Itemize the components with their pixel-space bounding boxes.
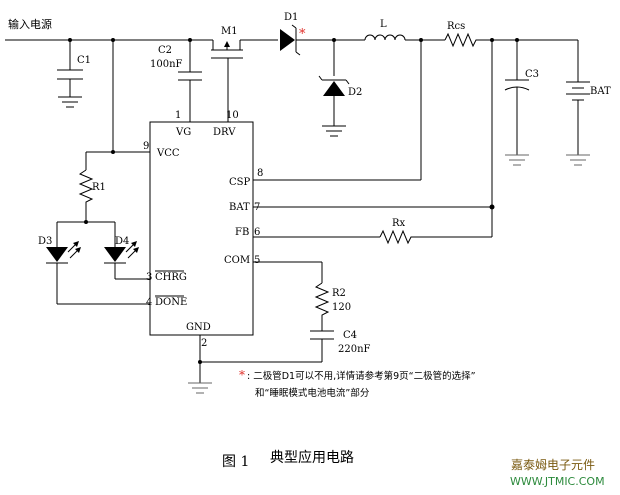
c2-label: C2 xyxy=(158,45,172,56)
junction-dot xyxy=(111,150,115,154)
diode-d1 xyxy=(280,24,301,56)
c2-value: 100nF xyxy=(150,59,183,70)
figure-number: 图 1 xyxy=(222,454,249,470)
d1-star: * xyxy=(299,27,306,42)
pin4-number: 4 xyxy=(146,297,152,308)
rcs-label: Rcs xyxy=(447,21,465,32)
c3-label: C3 xyxy=(525,69,539,80)
inductor-l xyxy=(364,34,406,41)
pin5-number: 5 xyxy=(254,255,260,266)
led-d4 xyxy=(104,222,139,279)
pin9-number: 9 xyxy=(143,141,149,152)
d4-label: D4 xyxy=(115,236,129,247)
pin7-name: BAT xyxy=(229,202,250,213)
battery-bat xyxy=(566,40,590,166)
rx-label: Rx xyxy=(392,218,406,229)
capacitor-c2 xyxy=(178,40,202,122)
watermark-cn: 嘉泰姆电子元件 xyxy=(511,458,595,472)
resistor-r2 xyxy=(314,282,330,322)
figure-title: 典型应用电路 xyxy=(270,449,354,466)
pin9-name: VCC xyxy=(156,148,180,159)
ground-symbol xyxy=(188,362,212,394)
bat-label: BAT xyxy=(590,86,611,97)
pin10-name: DRV xyxy=(213,127,236,138)
charger-ic xyxy=(149,121,254,336)
capacitor-c3 xyxy=(504,40,530,166)
m1-label: M1 xyxy=(221,26,238,37)
r2-label: R2 xyxy=(332,288,346,299)
r1-label: R1 xyxy=(92,182,106,193)
d2-label: D2 xyxy=(348,87,362,98)
c4-value: 220nF xyxy=(338,344,371,355)
resistor-rcs xyxy=(444,32,479,48)
note-line-2: 和“睡眠模式电池电流”部分 xyxy=(255,387,370,399)
junction-dot xyxy=(84,220,88,224)
c4-label: C4 xyxy=(343,330,357,341)
r2-value: 120 xyxy=(332,302,351,313)
resistor-r1 xyxy=(78,169,94,222)
note-star: * xyxy=(239,368,245,382)
pin6-name: FB xyxy=(235,227,249,238)
mosfet-m1 xyxy=(211,40,243,122)
capacitor-c1 xyxy=(57,40,83,108)
pin6-number: 6 xyxy=(254,227,260,238)
resistor-rx xyxy=(379,229,414,245)
pin1-number: 1 xyxy=(175,110,181,121)
watermark-url: WWW.JTMIC.COM xyxy=(510,475,605,488)
note-line-1: : 二极管D1可以不用,详情请参考第9页“二极管的选择” xyxy=(247,370,476,382)
led-d3 xyxy=(46,222,81,304)
pin2-name: GND xyxy=(186,322,211,333)
capacitor-c4 xyxy=(310,322,334,362)
pin2-number: 2 xyxy=(201,338,207,349)
junction-dot xyxy=(489,204,495,210)
d3-label: D3 xyxy=(38,236,52,247)
pin8-name: CSP xyxy=(229,177,251,188)
pin5-name: COM xyxy=(224,255,250,266)
c1-label: C1 xyxy=(77,55,91,66)
l-label: L xyxy=(380,19,387,30)
pin3-number: 3 xyxy=(146,272,152,283)
input-power-label: 输入电源 xyxy=(8,17,52,31)
pin1-name: VG xyxy=(175,127,191,138)
pin3-name: CHRG xyxy=(155,272,187,283)
pin10-number: 10 xyxy=(226,110,239,121)
pin8-number: 8 xyxy=(257,168,263,179)
d1-label: D1 xyxy=(284,12,298,23)
diode-d2 xyxy=(318,40,350,137)
pin4-name: DONE xyxy=(155,297,187,308)
